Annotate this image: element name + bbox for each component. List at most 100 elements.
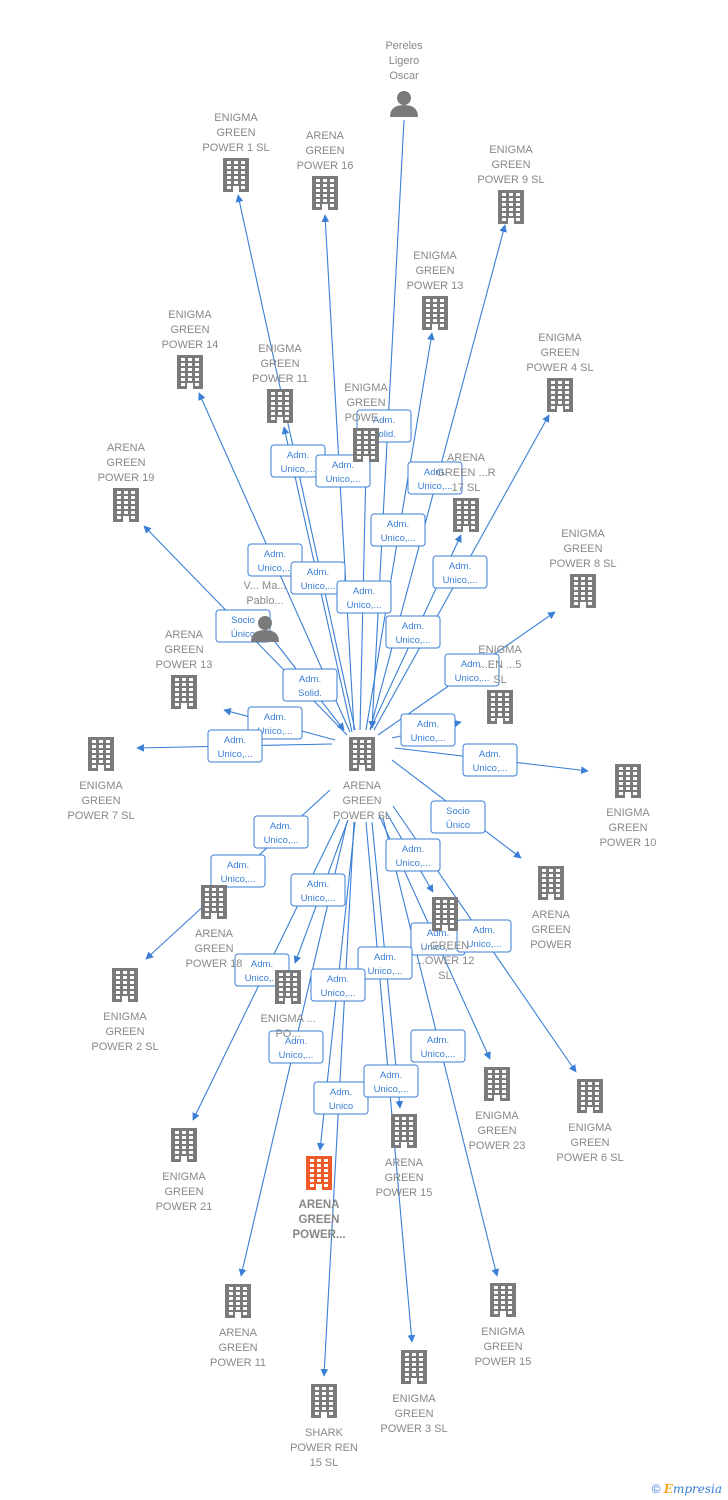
node-label: POWER 15 bbox=[475, 1356, 532, 1368]
edge-label-text: Unico,... bbox=[218, 749, 253, 760]
node-label: POWER bbox=[530, 939, 572, 951]
edge-label-box bbox=[363, 1064, 419, 1098]
edge-label-7[interactable]: Adm.Unico,... bbox=[290, 561, 346, 595]
node-label: GREEN ...R bbox=[436, 467, 495, 479]
edge-label-text: Adm. bbox=[427, 1035, 449, 1046]
node-label: POWER 16 bbox=[297, 160, 354, 172]
edge-label-15[interactable]: Adm.Unico,... bbox=[207, 729, 263, 763]
edge-label-14[interactable]: Adm.Unico,... bbox=[400, 713, 456, 747]
edge-label-11[interactable]: Adm.Solid. bbox=[282, 668, 338, 702]
building-icon bbox=[275, 970, 301, 1004]
node-label: ...OWER 12 bbox=[416, 955, 475, 967]
edge-label-1[interactable]: Adm.Unico,... bbox=[270, 444, 326, 478]
edge-label-box bbox=[282, 668, 338, 702]
edge-label-5[interactable]: Adm.Unico,... bbox=[432, 555, 488, 589]
copyright-symbol: © bbox=[651, 1482, 661, 1496]
edge-label-8[interactable]: Adm.Unico,... bbox=[336, 580, 392, 614]
node-vm[interactable]: V... Ma...Pablo... bbox=[243, 580, 287, 642]
node-label: GREEN bbox=[540, 347, 579, 359]
edge-label-19[interactable]: Adm.Unico,... bbox=[210, 854, 266, 888]
edge-label-box bbox=[207, 729, 263, 763]
edge-label-9[interactable]: Adm.Unico,... bbox=[385, 615, 441, 649]
edge-label-30[interactable]: Adm.Unico,... bbox=[268, 1030, 324, 1064]
edge-label-4[interactable]: Adm.Unico,... bbox=[370, 513, 426, 547]
node-egp_mid[interactable]: ENIGMAGREENPOWE... bbox=[344, 382, 388, 462]
edge-label-text: Unico,... bbox=[443, 575, 478, 586]
edge-label-23[interactable]: Adm.Unico,... bbox=[290, 873, 346, 907]
copyright-notice[interactable]: © Empresia bbox=[652, 1482, 722, 1496]
building-icon bbox=[171, 1128, 197, 1162]
node-label: ARENA bbox=[532, 909, 571, 921]
edge-label-28[interactable]: Adm.Unico bbox=[313, 1081, 369, 1115]
edge-label-text: Único bbox=[231, 629, 255, 640]
edge-label-text: Adm. bbox=[251, 959, 273, 970]
edge-label-26[interactable]: Adm.Unico,... bbox=[310, 968, 366, 1002]
node-label: POWER 1 SL bbox=[202, 142, 269, 154]
edge-label-25[interactable]: Adm.Unico,... bbox=[357, 946, 413, 980]
edge-label-29[interactable]: Adm.Unico,... bbox=[363, 1064, 419, 1098]
node-egp5[interactable]: ENIGMA...EN ...5SL bbox=[478, 644, 522, 724]
edge-label-text: Adm. bbox=[264, 549, 286, 560]
edge-label-text: Unico,... bbox=[245, 973, 280, 984]
edge-label-27[interactable]: Adm.Unico,... bbox=[410, 1029, 466, 1063]
edge-label-box bbox=[315, 454, 371, 488]
node-label: 15 SL bbox=[310, 1457, 339, 1469]
edge-label-12[interactable]: Adm.Unico,... bbox=[444, 653, 500, 687]
node-label: POWER 13 bbox=[156, 659, 213, 671]
node-label: POWER 21 bbox=[156, 1201, 213, 1213]
node-label: ARENA bbox=[195, 928, 234, 940]
building-icon bbox=[353, 428, 379, 462]
edge-label-22[interactable]: Adm.Unico,... bbox=[456, 919, 512, 953]
node-label: POWER 10 bbox=[600, 837, 657, 849]
node-agp_hl[interactable]: ARENAGREENPOWER... bbox=[292, 1156, 346, 1241]
node-label: GREEN bbox=[106, 457, 145, 469]
edge-label-18[interactable]: Adm.Unico,... bbox=[253, 815, 309, 849]
building-icon bbox=[306, 1156, 332, 1190]
edge-label-2[interactable]: Adm.Unico,... bbox=[315, 454, 371, 488]
node-label: GREEN bbox=[342, 795, 381, 807]
edge-label-16[interactable]: Adm.Unico,... bbox=[462, 743, 518, 777]
building-icon bbox=[112, 968, 138, 1002]
node-label: GREEN bbox=[563, 543, 602, 555]
node-label: GREEN bbox=[260, 358, 299, 370]
node-label: GREEN bbox=[164, 644, 203, 656]
edge-label-box bbox=[410, 1029, 466, 1063]
edge-label-20[interactable]: Adm.Unico,... bbox=[385, 838, 441, 872]
edge-label-3[interactable]: Adm.Unico,... bbox=[407, 461, 463, 495]
edge-label-text: Adm. bbox=[374, 952, 396, 963]
edge-label-box bbox=[247, 543, 303, 577]
building-icon bbox=[538, 866, 564, 900]
edge-label-6[interactable]: Adm.Unico,... bbox=[247, 543, 303, 577]
building-icon bbox=[453, 498, 479, 532]
node-egp_pow[interactable]: ENIGMA ...PO... bbox=[260, 970, 316, 1040]
node-label: POWER 4 SL bbox=[526, 362, 593, 374]
